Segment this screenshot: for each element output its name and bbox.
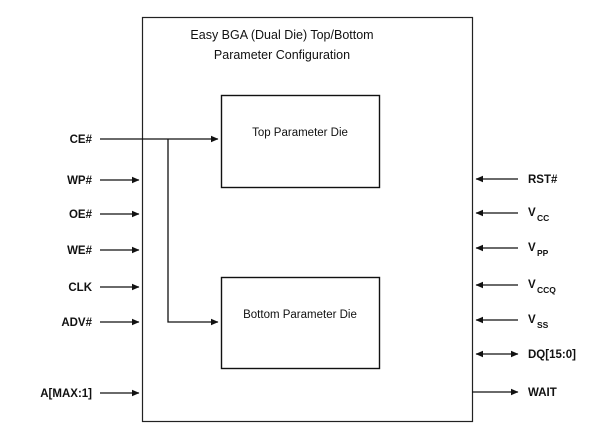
pin-label-dq: DQ[15:0] bbox=[528, 349, 576, 361]
pin-label-vpp: V bbox=[528, 242, 536, 254]
wire-group-left bbox=[100, 135, 219, 397]
wire-ce-to-bottom-die bbox=[167, 139, 219, 326]
diagram-title-line-2: Parameter Configuration bbox=[214, 48, 350, 62]
right-pin-labels: RST# V CC V PP V CCQ V SS DQ[15:0] WAIT bbox=[528, 174, 576, 399]
pin-label-vcc: V bbox=[528, 207, 536, 219]
pin-label-vccq-subscript: CCQ bbox=[537, 285, 556, 295]
pin-label-we: WE# bbox=[67, 245, 93, 257]
pin-label-vcc-subscript: CC bbox=[537, 213, 549, 223]
bottom-parameter-die-box bbox=[220, 276, 381, 370]
pin-label-wp: WP# bbox=[67, 175, 93, 187]
bottom-parameter-die-label: Bottom Parameter Die bbox=[243, 309, 357, 321]
left-pin-labels: CE# WP# OE# WE# CLK ADV# A[MAX:1] bbox=[40, 134, 92, 400]
pin-label-vss-subscript: SS bbox=[537, 320, 549, 330]
pin-label-adv: ADV# bbox=[61, 317, 92, 329]
pin-label-amax: A[MAX:1] bbox=[40, 388, 92, 400]
diagram-title-line-1: Easy BGA (Dual Die) Top/Bottom bbox=[190, 28, 373, 42]
pin-label-vss: V bbox=[528, 314, 536, 326]
pin-label-vpp-subscript: PP bbox=[537, 248, 549, 258]
pin-label-vccq: V bbox=[528, 279, 536, 291]
pin-label-clk: CLK bbox=[68, 282, 92, 294]
top-parameter-die-box bbox=[220, 94, 381, 189]
wire-group-right bbox=[472, 175, 519, 396]
pin-label-wait: WAIT bbox=[528, 387, 557, 399]
pin-label-ce: CE# bbox=[70, 134, 93, 146]
pin-label-oe: OE# bbox=[69, 209, 93, 221]
top-parameter-die-label: Top Parameter Die bbox=[252, 127, 348, 139]
pin-label-rst: RST# bbox=[528, 174, 558, 186]
